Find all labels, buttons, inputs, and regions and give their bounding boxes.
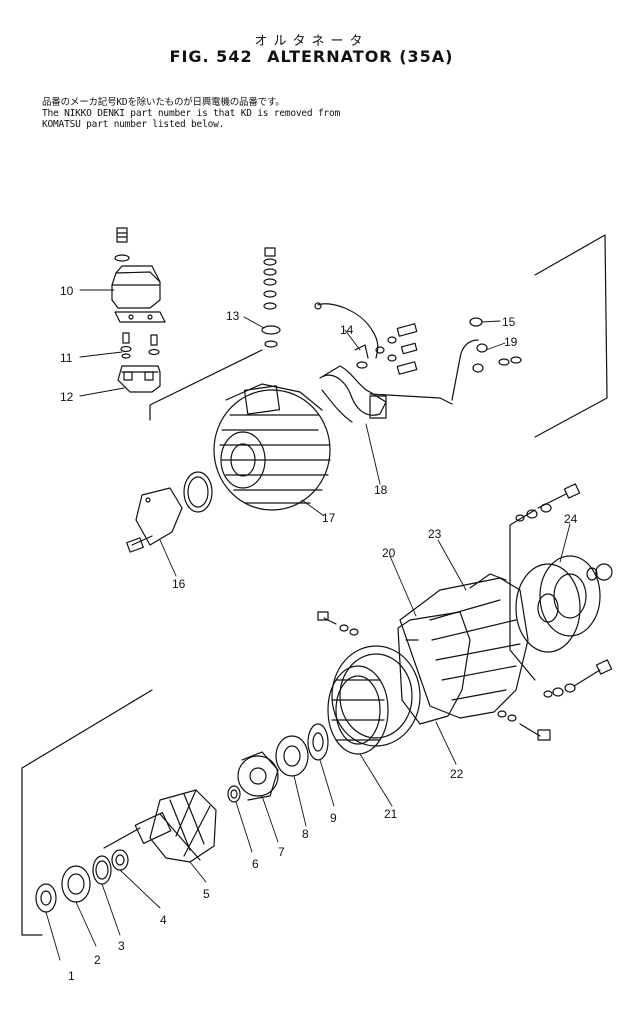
- rotor-part-5: [103, 789, 217, 863]
- note-line-english-1: The NIKKO DENKI part number is that KD i…: [42, 108, 341, 119]
- japanese-title: オルタネータ: [254, 34, 369, 49]
- callout-10: 10: [60, 284, 74, 298]
- brush-holder-part-18: [319, 365, 387, 423]
- callout-16: 16: [172, 577, 186, 591]
- figure-title: FIG. 542 ALTERNATOR (35A): [0, 47, 623, 66]
- callout-7: 7: [278, 845, 285, 859]
- callout-6: 6: [252, 857, 259, 871]
- bearing-part-2: [61, 865, 91, 903]
- cover-part-1: [35, 883, 57, 913]
- bracket-part-12: [117, 365, 161, 393]
- cover-plate-part-16: [126, 487, 183, 553]
- stator-core-part-21: [327, 665, 389, 755]
- ring-part-3: [92, 855, 112, 885]
- washer-part-6: [227, 785, 241, 803]
- callout-21: 21: [384, 807, 398, 821]
- callout-5: 5: [203, 887, 210, 901]
- note-line-japanese: 品番のメーカ記号KDを除いたものが日興電機の品番です。: [42, 97, 285, 108]
- callout-14: 14: [340, 323, 354, 337]
- callout-23: 23: [428, 527, 442, 541]
- bearing-part-8: [275, 735, 309, 777]
- callout-24: 24: [564, 512, 578, 526]
- assembly-guide-lines: [21, 234, 608, 936]
- rear-housing-part-17: [213, 383, 331, 511]
- callout-2: 2: [94, 953, 101, 967]
- screw-part-11: [120, 332, 160, 359]
- retainer-part-7: [237, 751, 279, 801]
- callout-20: 20: [382, 546, 396, 560]
- callout-13: 13: [226, 309, 240, 323]
- note-line-english-2: KOMATSU part number listed below.: [42, 119, 225, 130]
- callout-22: 22: [450, 767, 464, 781]
- part-number-note: 品番のメーカ記号KDを除いたものが日興電機の品番です。 The NIKKO DE…: [42, 97, 340, 130]
- callout-4: 4: [160, 913, 167, 927]
- nut-stack-part-13: [261, 247, 281, 348]
- fan-shroud-part-20: [397, 611, 471, 725]
- regulator-part-10: [111, 227, 166, 323]
- callout-19: 19: [504, 335, 518, 349]
- figure-name: ALTERNATOR (35A): [267, 47, 454, 66]
- callout-18: 18: [374, 483, 388, 497]
- callout-1: 1: [68, 969, 75, 983]
- callout-9: 9: [330, 811, 337, 825]
- callout-17: 17: [322, 511, 336, 525]
- spacer-part-9: [307, 723, 329, 761]
- terminal-part-15: [451, 317, 488, 401]
- callout-15: 15: [502, 315, 516, 329]
- leader-lines: [45, 289, 571, 961]
- callout-numbers: 1 2 3 4 5 6 7 8 9 10 11 12 13 14 15 16 1…: [60, 284, 578, 983]
- collar-part-4: [111, 849, 129, 871]
- terminal-part-19: [472, 356, 522, 373]
- pulley-part-24: [515, 555, 613, 653]
- figure-number: FIG. 542: [169, 47, 253, 66]
- callout-11: 11: [60, 351, 73, 365]
- wire-harness-part-14: [314, 302, 418, 375]
- front-housing-part-23: [399, 573, 529, 719]
- stator-ring-part-22: [331, 645, 421, 747]
- callout-8: 8: [302, 827, 309, 841]
- callout-3: 3: [118, 939, 125, 953]
- callout-12: 12: [60, 390, 74, 404]
- o-ring: [183, 471, 213, 513]
- through-bolts: [317, 483, 613, 741]
